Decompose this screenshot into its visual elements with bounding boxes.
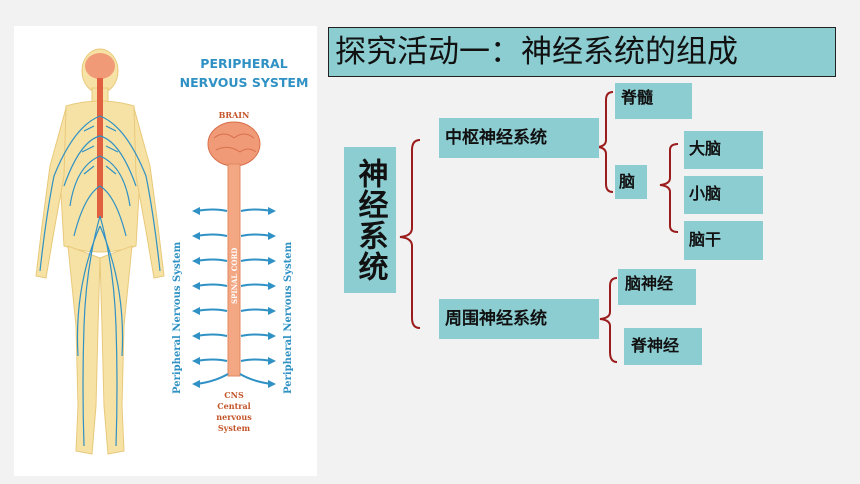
body-figure <box>35 48 276 455</box>
node-spinal-cord: 脊髓 <box>615 83 692 119</box>
cns-label-line1: CNS <box>224 390 244 400</box>
node-cranial-nerves: 脑神经 <box>618 269 696 305</box>
nervous-system-illustration: PERIPHERAL NERVOUS SYSTEM BRAIN SPINAL C… <box>14 26 317 476</box>
node-brainstem: 脑干 <box>684 221 763 260</box>
node-brain: 脑 <box>615 165 647 199</box>
node-cerebellum: 小脑 <box>684 176 763 214</box>
brain-label: BRAIN <box>218 110 250 120</box>
figure-title-line1: PERIPHERAL <box>200 56 288 71</box>
slide-title: 探究活动一：神经系统的组成 <box>328 27 836 77</box>
cns-label-line4: System <box>217 423 251 433</box>
cns-label: CNS Central nervous System <box>210 390 258 434</box>
node-nervous-system: 神经系统 <box>344 147 396 293</box>
node-peripheral-nervous-system: 周围神经系统 <box>439 299 599 339</box>
figure-title-line2: NERVOUS SYSTEM <box>179 75 309 90</box>
node-cerebrum: 大脑 <box>684 131 763 169</box>
node-central-nervous-system: 中枢神经系统 <box>439 118 599 158</box>
cns-label-line3: nervous <box>216 412 252 422</box>
figure-title: PERIPHERAL NERVOUS SYSTEM <box>164 54 324 92</box>
node-spinal-nerves: 脊神经 <box>624 328 702 365</box>
cns-label-line2: Central <box>217 401 251 411</box>
